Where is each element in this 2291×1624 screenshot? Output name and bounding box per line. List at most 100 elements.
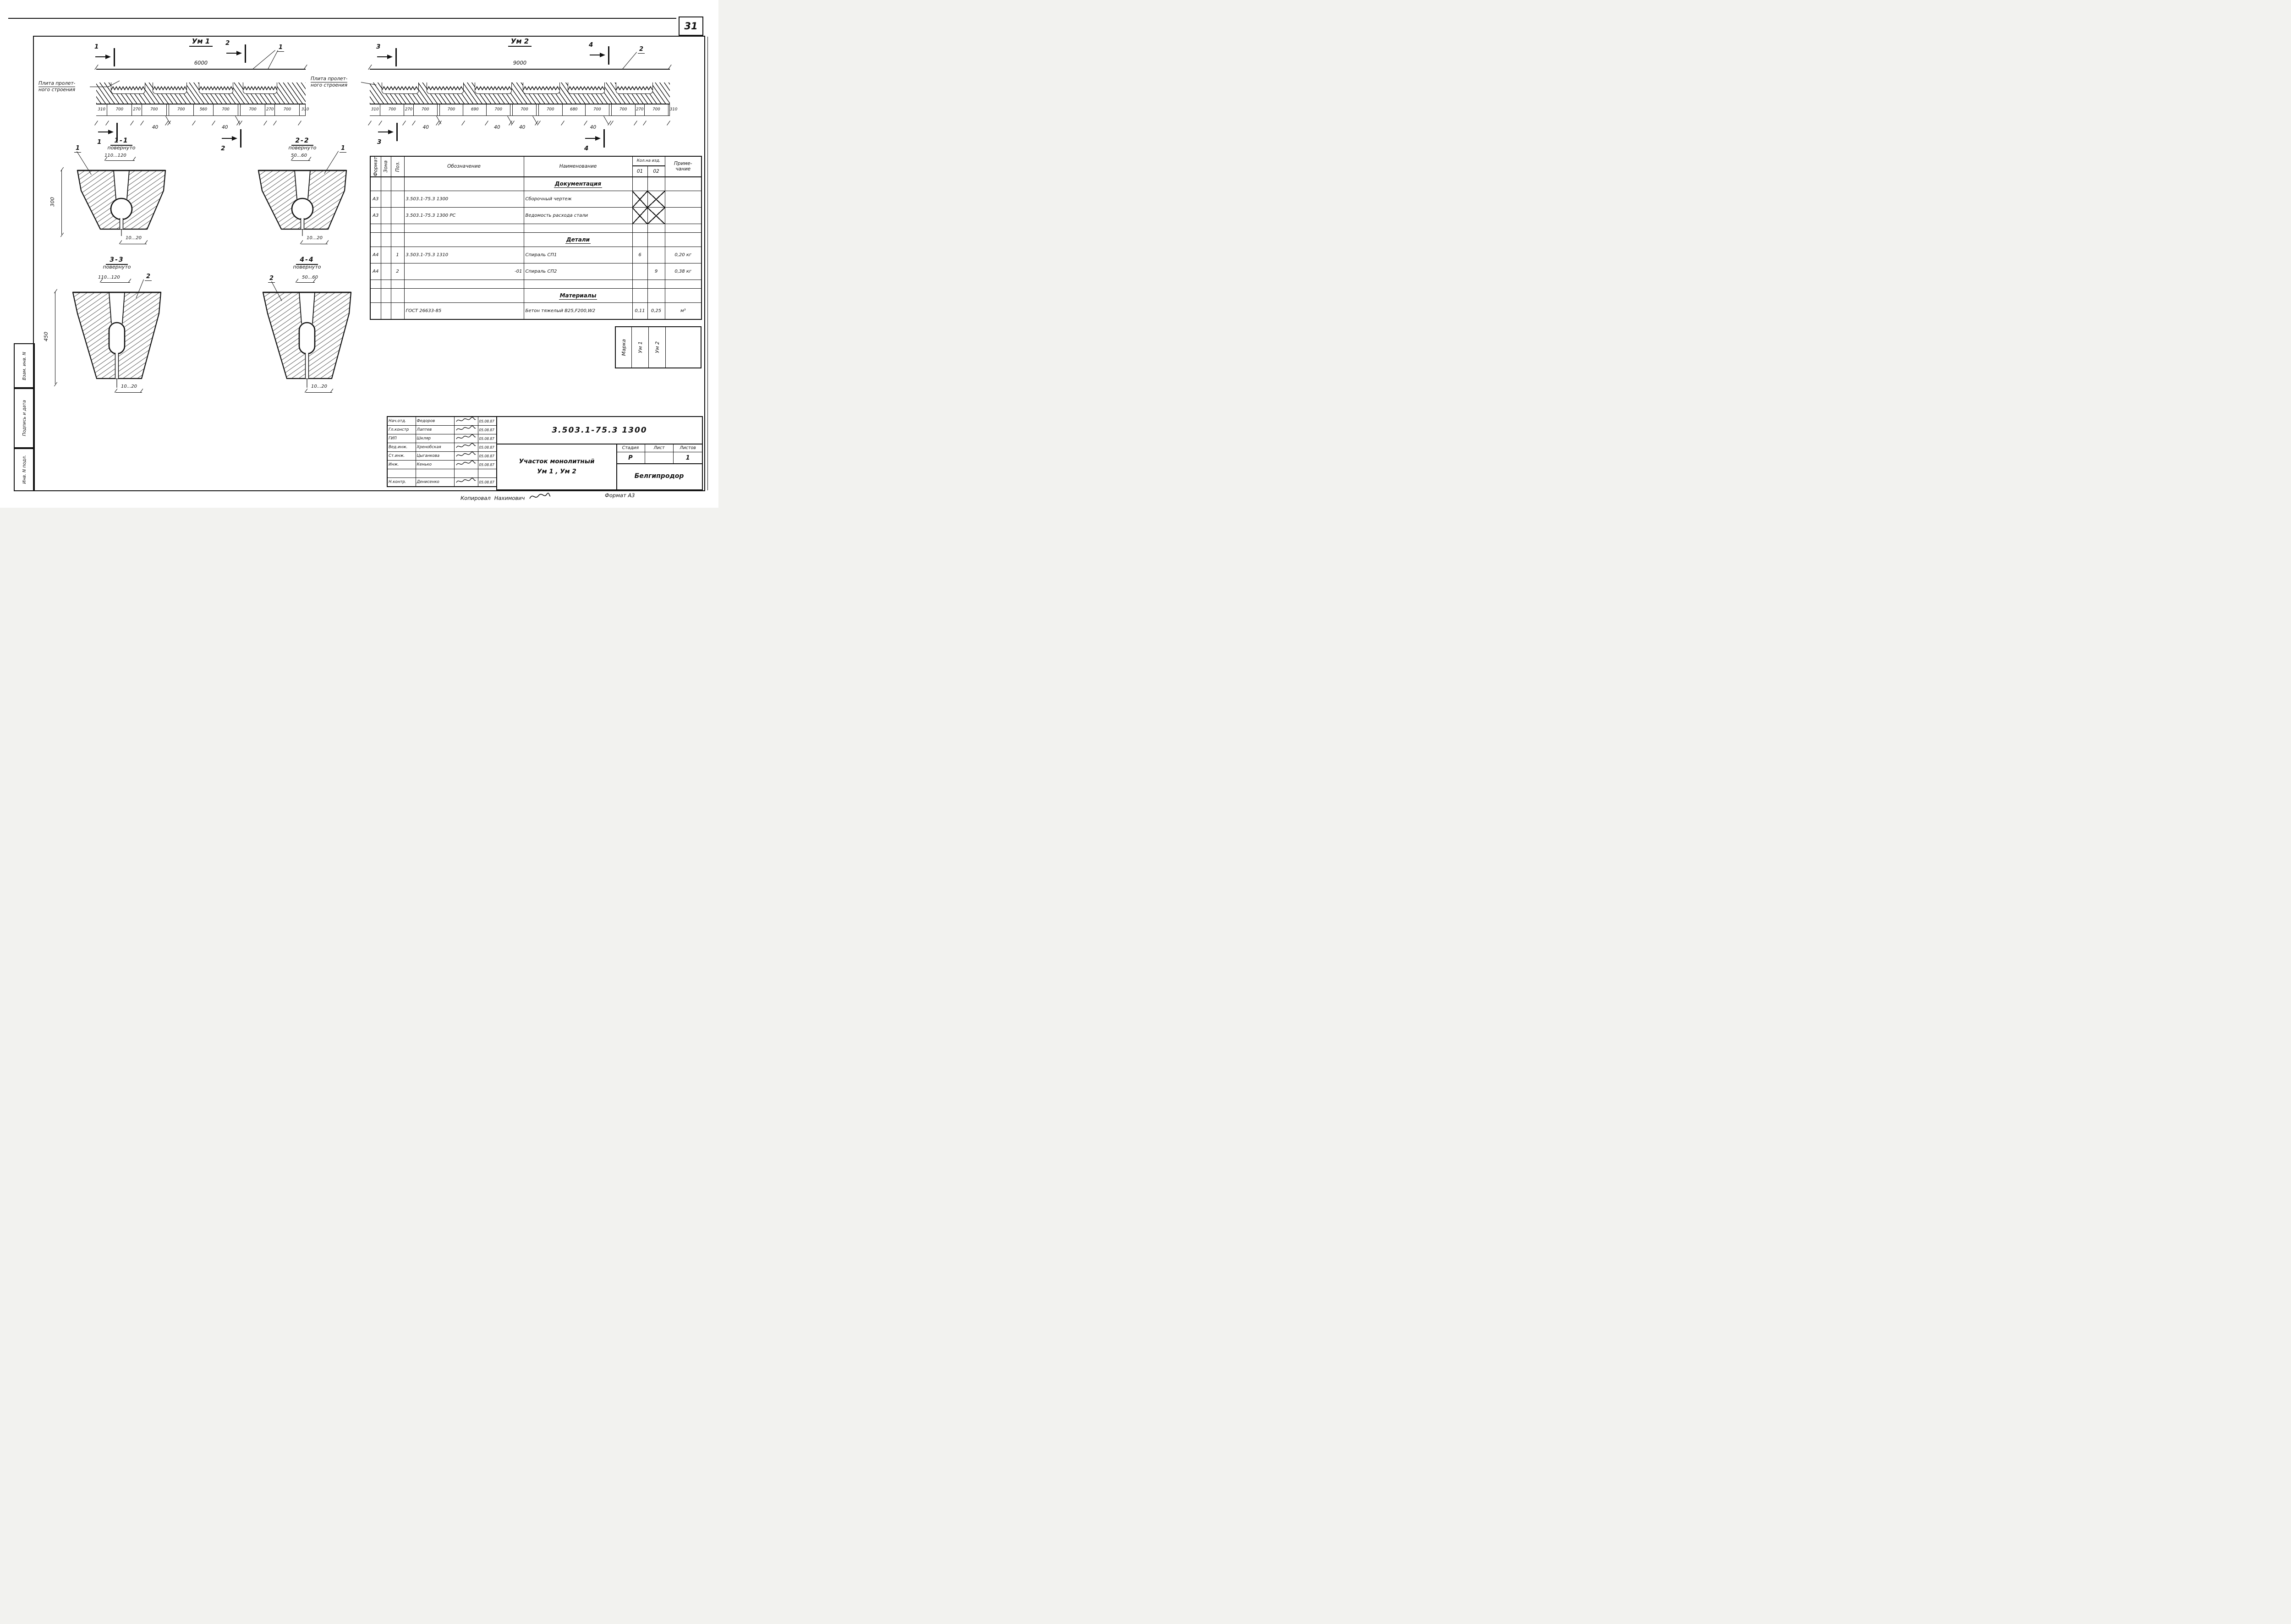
signature-date: 05.08.87 <box>477 443 497 452</box>
signature-name <box>415 469 455 478</box>
drawing-frame <box>33 36 705 491</box>
plan-title: Ум 2 <box>370 37 670 47</box>
section-cut-mark-3b: 3 <box>377 123 406 149</box>
spec-cell <box>664 280 702 289</box>
dim-value: 310 <box>669 107 678 112</box>
spiral-pocket <box>427 82 464 94</box>
spec-col-header: Обозначение <box>404 156 524 177</box>
dim-value: 700 <box>115 107 124 112</box>
signature-autograph <box>454 469 478 478</box>
dim-value: 700 <box>421 107 429 112</box>
dim-value: 690 <box>471 107 479 112</box>
signature-autograph <box>454 443 478 452</box>
cut-arrow-icon <box>585 135 601 141</box>
signature-name: Кенько <box>415 460 455 469</box>
spec-cell <box>632 280 648 289</box>
joint-dimension: 40 <box>590 125 597 130</box>
page-number: 31 <box>684 21 698 32</box>
spec-designation: 3.503.1-75.3 1310 <box>404 247 524 264</box>
spec-designation: -01 <box>404 263 524 280</box>
cut-bar <box>240 129 241 148</box>
signature-date: 05.08.87 <box>477 477 497 487</box>
dim-value: 680 <box>570 107 578 112</box>
stage-sheet-block: Стадия Лист Листов Р 1 Белгипродор <box>616 444 702 489</box>
leader-number: 1 <box>74 145 82 153</box>
spec-cell <box>390 191 405 208</box>
signature-row <box>387 469 497 478</box>
cut-bar <box>603 129 605 148</box>
section-note: повернуто <box>107 145 136 151</box>
spec-cell <box>370 302 381 320</box>
dim-segment: 700 <box>585 104 609 115</box>
overall-dimension: 6000 <box>194 60 208 66</box>
slab-callout-line2: ного строения <box>311 82 348 88</box>
dim-segment: 700 <box>168 104 193 115</box>
spec-cell <box>390 224 405 233</box>
dim-value: 700 <box>447 107 455 112</box>
dim-segment: 700 <box>107 104 132 115</box>
section-block-drawing <box>71 289 163 390</box>
spec-section-title: Документация <box>523 176 633 192</box>
top-dimension: 110...120 <box>98 275 120 280</box>
spec-cell <box>370 280 381 289</box>
spec-empty-row <box>370 280 702 289</box>
section-title: 3-3 <box>106 256 128 265</box>
dim-value: 700 <box>619 107 627 112</box>
bottom-dimension: 10...20 <box>311 384 327 389</box>
cut-bar <box>114 48 115 66</box>
spec-cell <box>664 224 702 233</box>
hatched-band <box>96 82 306 104</box>
spec-cell <box>380 247 391 264</box>
dim-segment: 700 <box>240 104 265 115</box>
spec-cell <box>632 207 648 225</box>
cut-number: 4 <box>584 145 589 152</box>
spec-section-row: Детали <box>370 232 702 247</box>
spec-cell: 0,25 <box>647 302 665 320</box>
dim-segment: 310 <box>299 104 310 115</box>
hatched-band <box>370 82 670 104</box>
dim-segment: 560 <box>193 104 213 115</box>
spiral-pocket <box>475 82 512 94</box>
overall-dimension: 9000 <box>513 60 527 66</box>
dim-value: 700 <box>150 107 158 112</box>
spec-cell <box>390 302 405 320</box>
marka-um2-cell: Ум 2 <box>648 327 665 368</box>
joint-dimension: 40 <box>222 125 228 130</box>
section-cut-mark-2: 2 <box>225 39 254 67</box>
dim-value: 270 <box>266 107 274 112</box>
joint-segment <box>536 104 538 115</box>
dim-segment: 700 <box>413 104 437 115</box>
bottom-dimension: 10...20 <box>126 236 142 241</box>
section-cut-mark-4: 4 <box>589 41 617 69</box>
copied-by-line: Копировал Нахимович <box>460 492 551 501</box>
signature-date: 05.08.87 <box>477 451 497 461</box>
format-note: Формат А3 <box>605 492 635 499</box>
cut-arrow-icon <box>222 135 237 141</box>
spec-designation: 3.503.1-75.3 1300 РС <box>404 207 524 225</box>
section-cut-mark-3: 3 <box>376 43 405 71</box>
slab-callout-um1: Плита пролет- ного строения <box>38 80 120 93</box>
section-title: 4-4 <box>296 256 318 265</box>
spec-name: Ведомость расхода стали <box>523 207 633 225</box>
slab-callout-line1: Плита пролет- <box>38 81 76 88</box>
spiral-pocket <box>382 82 419 94</box>
cut-bar <box>396 123 398 141</box>
spec-section-title: Детали <box>523 232 633 247</box>
sheet-label: Лист <box>644 444 674 452</box>
spec-name: Спираль СП2 <box>523 263 633 280</box>
joint-segment <box>608 104 611 115</box>
spiral-pocket <box>523 82 560 94</box>
signature-date: 05.08.87 <box>477 425 497 434</box>
spec-col-header: Кол.на изд. <box>632 156 665 166</box>
dimension-line <box>296 282 315 283</box>
dim-segment: 700 <box>213 104 238 115</box>
dimension-line <box>105 160 135 161</box>
spec-col-header: 02 <box>647 165 665 177</box>
section-cut-mark-2b: 2 <box>221 129 249 156</box>
signature-autograph <box>454 451 478 461</box>
section-view-3-3: 3-3 повернуто 110...120 2 450 10...20 <box>43 255 170 397</box>
